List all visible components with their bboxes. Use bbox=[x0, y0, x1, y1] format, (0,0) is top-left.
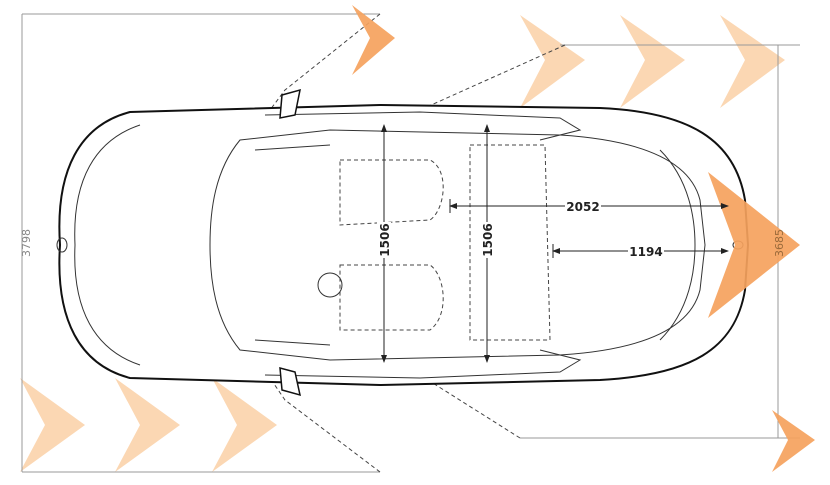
2052-label: 2052 bbox=[566, 200, 599, 214]
accent-chevrons bbox=[352, 5, 815, 472]
chevron-icon bbox=[212, 378, 277, 472]
chevron-icon bbox=[720, 15, 785, 108]
side-mirror-icon bbox=[279, 88, 301, 119]
chevron-icon bbox=[620, 15, 685, 108]
chevron-icon bbox=[20, 378, 85, 472]
side-mirror-icon bbox=[279, 366, 301, 397]
overall-length-label: 3798 bbox=[20, 229, 33, 257]
chevron-icon bbox=[115, 378, 180, 472]
overall-length-guide: 3798 bbox=[20, 13, 380, 473]
chevron-icon bbox=[352, 5, 395, 75]
chevron-icon bbox=[772, 410, 815, 472]
dim-1194: 1194 bbox=[552, 243, 729, 259]
wheelbase-label: 3685 bbox=[773, 229, 786, 257]
front-width-label: 1506 bbox=[378, 223, 392, 256]
dim-rear-width: 1506 bbox=[480, 124, 495, 363]
chevron-icon bbox=[520, 15, 585, 108]
dim-front-width: 1506 bbox=[377, 124, 392, 363]
chevron-decorations bbox=[20, 15, 785, 472]
1194-label: 1194 bbox=[629, 245, 662, 259]
car-top-view bbox=[56, 88, 750, 397]
rear-width-label: 1506 bbox=[481, 223, 495, 256]
logo-icon bbox=[56, 237, 68, 253]
dim-2052: 2052 bbox=[449, 198, 729, 214]
chevron-icon bbox=[708, 172, 800, 318]
